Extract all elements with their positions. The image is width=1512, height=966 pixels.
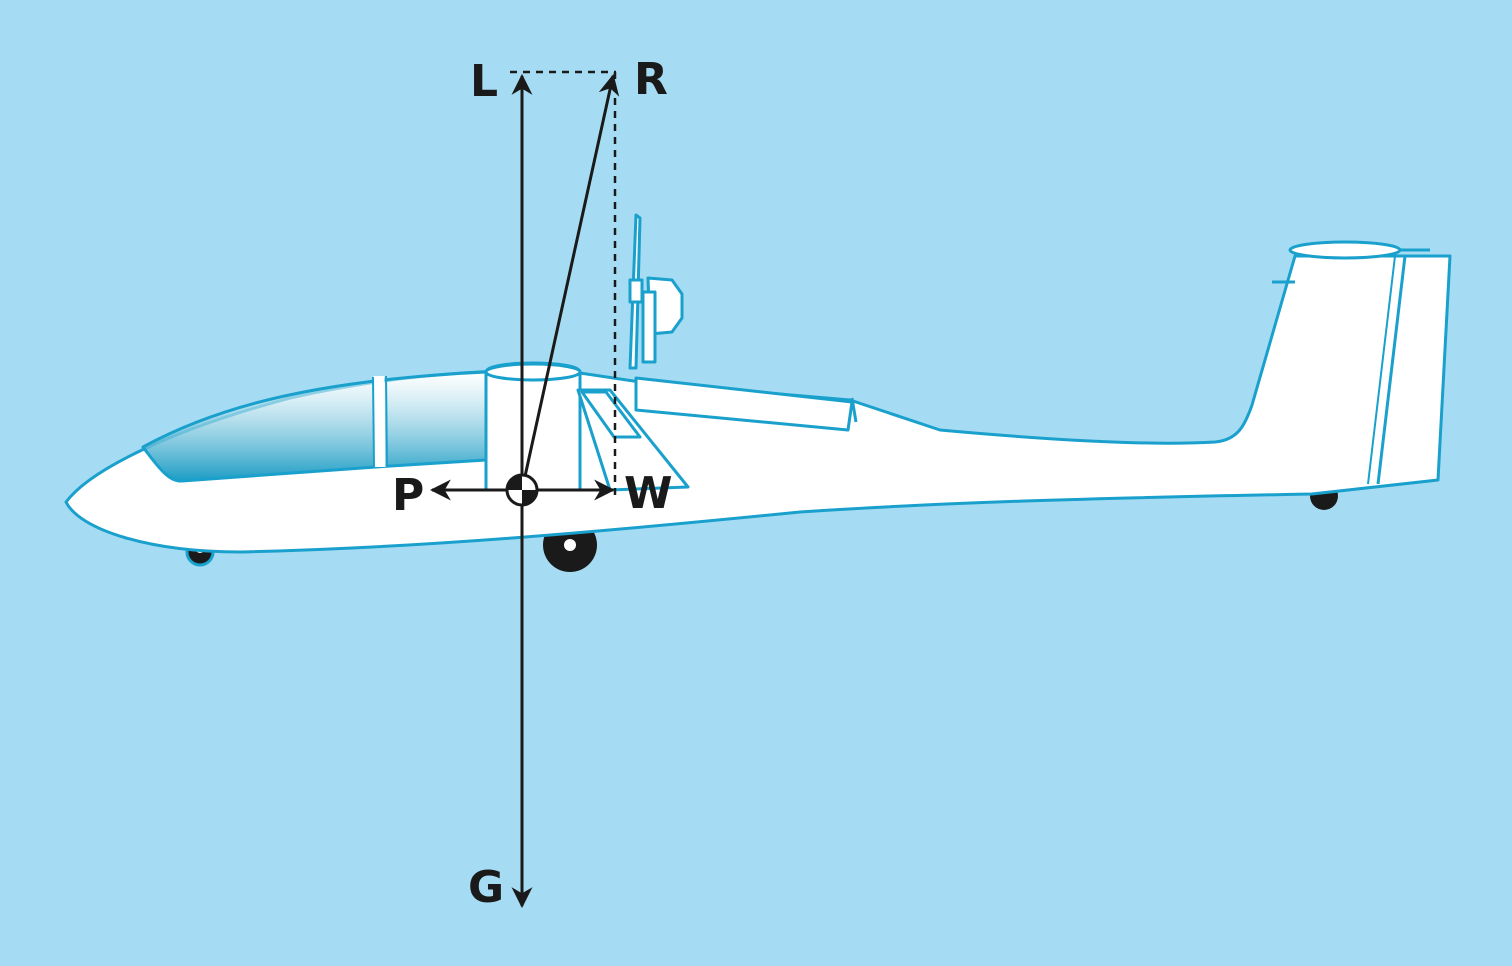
canopy bbox=[141, 370, 488, 483]
label-lift: L bbox=[470, 56, 498, 107]
rudder bbox=[1376, 255, 1407, 485]
engine-pylon bbox=[634, 376, 854, 432]
wing-root bbox=[484, 361, 582, 492]
tail-cap bbox=[1288, 240, 1402, 260]
label-weight: G bbox=[468, 862, 504, 913]
propeller bbox=[628, 213, 684, 370]
label-drag: P bbox=[392, 470, 424, 521]
label-thrust: W bbox=[624, 468, 673, 519]
center-of-gravity-icon bbox=[505, 473, 539, 507]
canopy-frame bbox=[373, 375, 386, 468]
glider bbox=[64, 213, 1452, 572]
resultant-vector bbox=[520, 73, 620, 491]
label-resultant: R bbox=[634, 54, 668, 105]
force-vectors bbox=[429, 70, 620, 909]
